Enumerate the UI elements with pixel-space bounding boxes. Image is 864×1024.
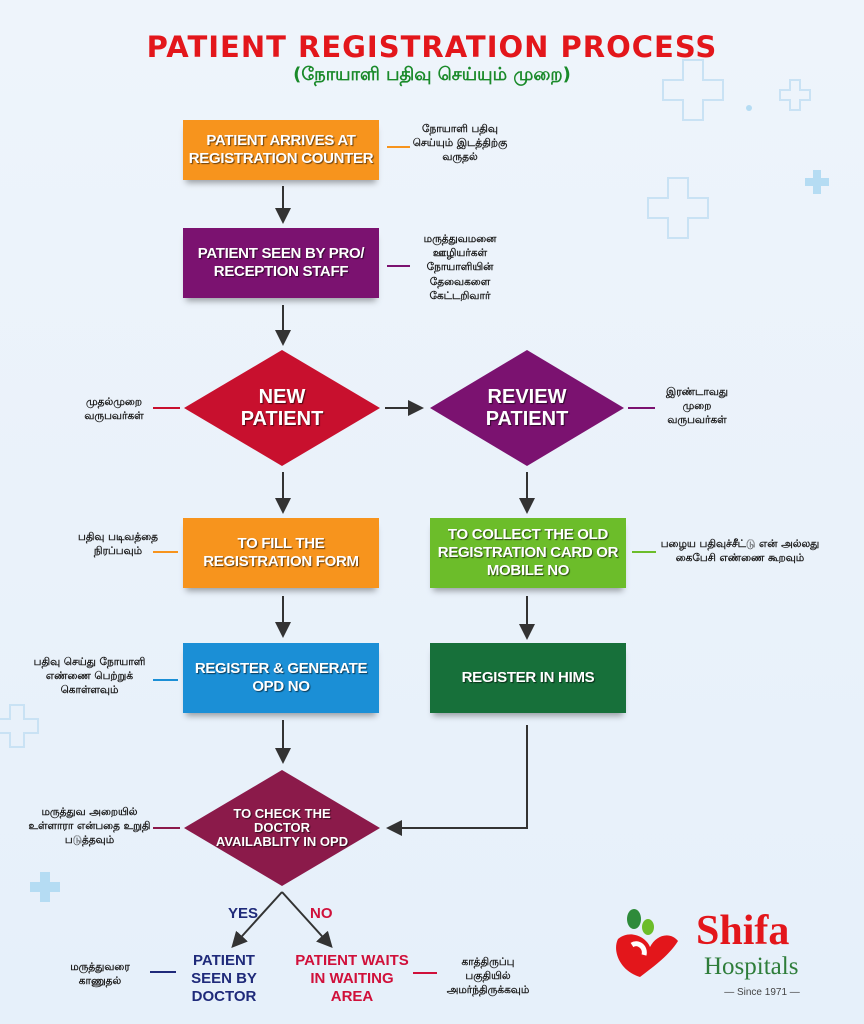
arrow-no xyxy=(281,891,333,948)
note-patient-arrives: நோயாளி பதிவு செய்யும் இடத்திற்கு வருதல் xyxy=(412,123,508,164)
logo-since: — Since 1971 — xyxy=(724,987,800,998)
diamonds xyxy=(184,350,624,886)
diamond-review-patient xyxy=(430,350,624,466)
step-seen-by-staff: PATIENT SEEN BY PRO/ RECEPTION STAFF xyxy=(183,228,379,298)
step-collect-card: TO COLLECT THE OLD REGISTRATION CARD OR … xyxy=(430,518,626,588)
note-new-patient: முதல்முறை வருபவர்கள் xyxy=(84,396,144,423)
step-register-hims: REGISTER IN HIMS xyxy=(430,643,626,713)
note-seen-by-doctor: மருத்துவரை காணுதல் xyxy=(70,961,130,988)
review-patient-label: REVIEW PATIENT xyxy=(485,386,569,430)
arrow-hims-to-check xyxy=(386,725,528,836)
arrow-yes xyxy=(231,891,283,948)
shifa-hospitals-logo: Shifa Hospitals — Since 1971 — xyxy=(610,905,830,1005)
note-generate-opd: பதிவு செய்து நோயாளி எண்ணை பெற்றுக் கொள்ள… xyxy=(33,656,146,697)
step-fill-form: TO FILL THE REGISTRATION FORM xyxy=(183,518,379,588)
step-patient-arrives: PATIENT ARRIVES AT REGISTRATION COUNTER xyxy=(183,120,379,180)
step-waits: PATIENT WAITS IN WAITING AREA xyxy=(295,952,409,1005)
note-review-patient: இரண்டாவது முறை வருபவர்கள் xyxy=(666,386,728,427)
diamond-new-patient xyxy=(184,350,380,466)
heart-logo-icon xyxy=(616,909,678,977)
note-waits: காத்திருப்பு பகுதியில் அமர்ந்திருக்கவும் xyxy=(446,956,530,997)
step-generate-opd: REGISTER & GENERATE OPD NO xyxy=(183,643,379,713)
note-fill-form: பதிவு படிவத்தை நிரப்பவும் xyxy=(78,531,158,558)
page-subtitle: (நோயாளி பதிவு செய்யும் முறை) xyxy=(293,64,571,85)
note-collect-card: பழைய பதிவுச்சீட்டு என் அல்லது கைபேசி எண்… xyxy=(660,538,820,565)
page-title: PATIENT REGISTRATION PROCESS xyxy=(146,30,718,64)
check-doctor-label: TO CHECK THE DOCTOR AVAILABLITY IN OPD xyxy=(215,805,349,850)
logo-since-text: Since 1971 xyxy=(736,987,788,998)
diamond-check-doctor xyxy=(184,770,380,886)
yes-label: YES xyxy=(228,905,259,922)
step-seen-by-doctor: PATIENT SEEN BY DOCTOR xyxy=(191,952,257,1005)
logo-name: Shifa xyxy=(696,908,790,954)
logo-sub: Hospitals xyxy=(704,953,799,980)
no-label: NO xyxy=(310,905,333,922)
note-check-doctor: மருத்துவ அறையில் உள்ளாரா என்பதை உறுதி பட… xyxy=(28,806,151,847)
new-patient-label: NEW PATIENT xyxy=(240,386,324,430)
note-seen-by-staff: மருத்துவமனை ஊழியர்கள் நோயாளியின் தேவைகளை… xyxy=(423,233,497,302)
